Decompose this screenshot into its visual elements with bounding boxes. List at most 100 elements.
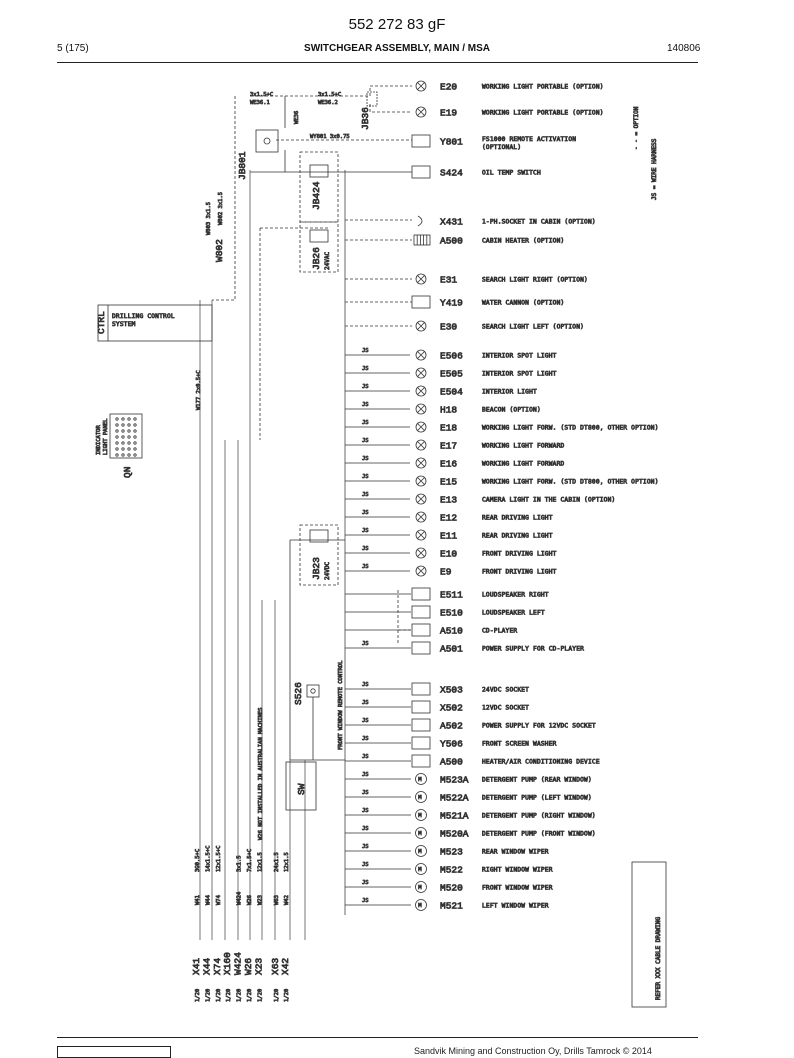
qn-dot bbox=[133, 417, 137, 421]
lamp-icon bbox=[415, 511, 427, 523]
sw-box bbox=[285, 761, 317, 811]
component-id: Y506 bbox=[440, 739, 463, 750]
js-label: JS bbox=[362, 808, 369, 814]
qn-dot bbox=[127, 435, 131, 439]
wire-wy801: WY801 3x0.75 bbox=[310, 134, 350, 140]
component-desc: FRONT SCREEN WASHER bbox=[482, 741, 557, 748]
box-icon bbox=[411, 165, 431, 179]
s526-switch bbox=[306, 684, 320, 698]
js-label: JS bbox=[362, 474, 369, 480]
box-icon bbox=[411, 700, 431, 714]
lamp-icon bbox=[415, 547, 427, 559]
js-label: JS bbox=[362, 564, 369, 570]
motor-icon bbox=[415, 827, 427, 839]
qn-dot bbox=[127, 417, 131, 421]
sheet-ref: 1/20 bbox=[205, 989, 211, 1002]
qn-dot bbox=[133, 447, 137, 451]
js-label: JS bbox=[362, 880, 369, 886]
wire-w177: W177 2x0.5+C bbox=[196, 370, 202, 410]
qn-dot bbox=[115, 435, 119, 439]
js-label: JS bbox=[362, 844, 369, 850]
s526-icon bbox=[310, 688, 316, 694]
wire-w802: W802 3x1.5 bbox=[218, 192, 224, 225]
motor-letter: M bbox=[418, 813, 422, 819]
component-id: M523 bbox=[440, 847, 463, 858]
js-label: JS bbox=[362, 546, 369, 552]
component-desc: FS1000 REMOTE ACTIVATION bbox=[482, 136, 576, 143]
connector-wire: W26 bbox=[247, 895, 253, 905]
component-desc: BEACON (OPTION) bbox=[482, 407, 541, 414]
js-label: JS bbox=[362, 772, 369, 778]
motor-letter: M bbox=[418, 867, 422, 873]
qn-dot bbox=[121, 447, 125, 451]
e20-dashed bbox=[369, 85, 412, 96]
motor-icon bbox=[415, 881, 427, 893]
sheet-ref: 1/20 bbox=[216, 989, 222, 1002]
component-id: E510 bbox=[440, 608, 463, 619]
component-id: E15 bbox=[440, 477, 457, 488]
component-id: E12 bbox=[440, 513, 457, 524]
connector-wire: W41 bbox=[195, 895, 201, 905]
component-desc: RIGHT WINDOW WIPER bbox=[482, 867, 553, 874]
connector-wire: W63 bbox=[274, 895, 280, 905]
lamp-cross-icon bbox=[417, 441, 425, 449]
js-label: JS bbox=[362, 700, 369, 706]
connector-spec: 12x1.5+C bbox=[216, 846, 222, 873]
box-icon bbox=[411, 134, 431, 148]
qn-desc-1: INDICATOR bbox=[96, 425, 102, 455]
component-desc: WORKING LIGHT FORWARD bbox=[482, 443, 565, 450]
box-icon bbox=[411, 605, 431, 619]
connector-list: X411/20W413G0.5+CX441/20W4414x1.5+CX741/… bbox=[191, 845, 292, 1003]
lamp-cross-icon bbox=[417, 275, 425, 283]
component-desc: INTERIOR SPOT LIGHT bbox=[482, 371, 557, 378]
lamp-icon bbox=[415, 320, 427, 332]
js-label: JS bbox=[362, 641, 369, 647]
connector-id: X23 bbox=[253, 958, 264, 975]
qn-tag: QN bbox=[122, 467, 133, 478]
connector-id: W424 bbox=[233, 952, 244, 975]
lamp-icon bbox=[415, 403, 427, 415]
js-label: JS bbox=[362, 862, 369, 868]
qn-dot bbox=[127, 423, 131, 427]
wire-we36-2: WE36.2 bbox=[318, 100, 338, 106]
js-label: JS bbox=[362, 736, 369, 742]
box-icon bbox=[411, 587, 431, 601]
component-id: E10 bbox=[440, 549, 457, 560]
js-label: JS bbox=[362, 456, 369, 462]
lamp-cross-icon bbox=[417, 531, 425, 539]
qn-dot bbox=[133, 441, 137, 445]
js-label: JS bbox=[362, 510, 369, 516]
motor-letter: M bbox=[418, 831, 422, 837]
jb801-center-icon bbox=[263, 137, 271, 145]
connector-id: X42 bbox=[280, 958, 291, 975]
qn-panel bbox=[109, 413, 143, 459]
component-id: A500 bbox=[440, 236, 463, 247]
js-label: JS bbox=[362, 718, 369, 724]
motor-icon bbox=[415, 809, 427, 821]
lamp-icon bbox=[415, 457, 427, 469]
sheet-ref: 1/20 bbox=[237, 989, 243, 1002]
qn-dot bbox=[127, 447, 131, 451]
jb26-block bbox=[309, 229, 329, 243]
lamp-icon bbox=[415, 565, 427, 577]
w802-label: W802 bbox=[214, 239, 225, 262]
legend-option: - - = OPTION bbox=[633, 106, 640, 150]
component-desc: WORKING LIGHT FORW. (STD DT800, OTHER OP… bbox=[482, 425, 659, 432]
